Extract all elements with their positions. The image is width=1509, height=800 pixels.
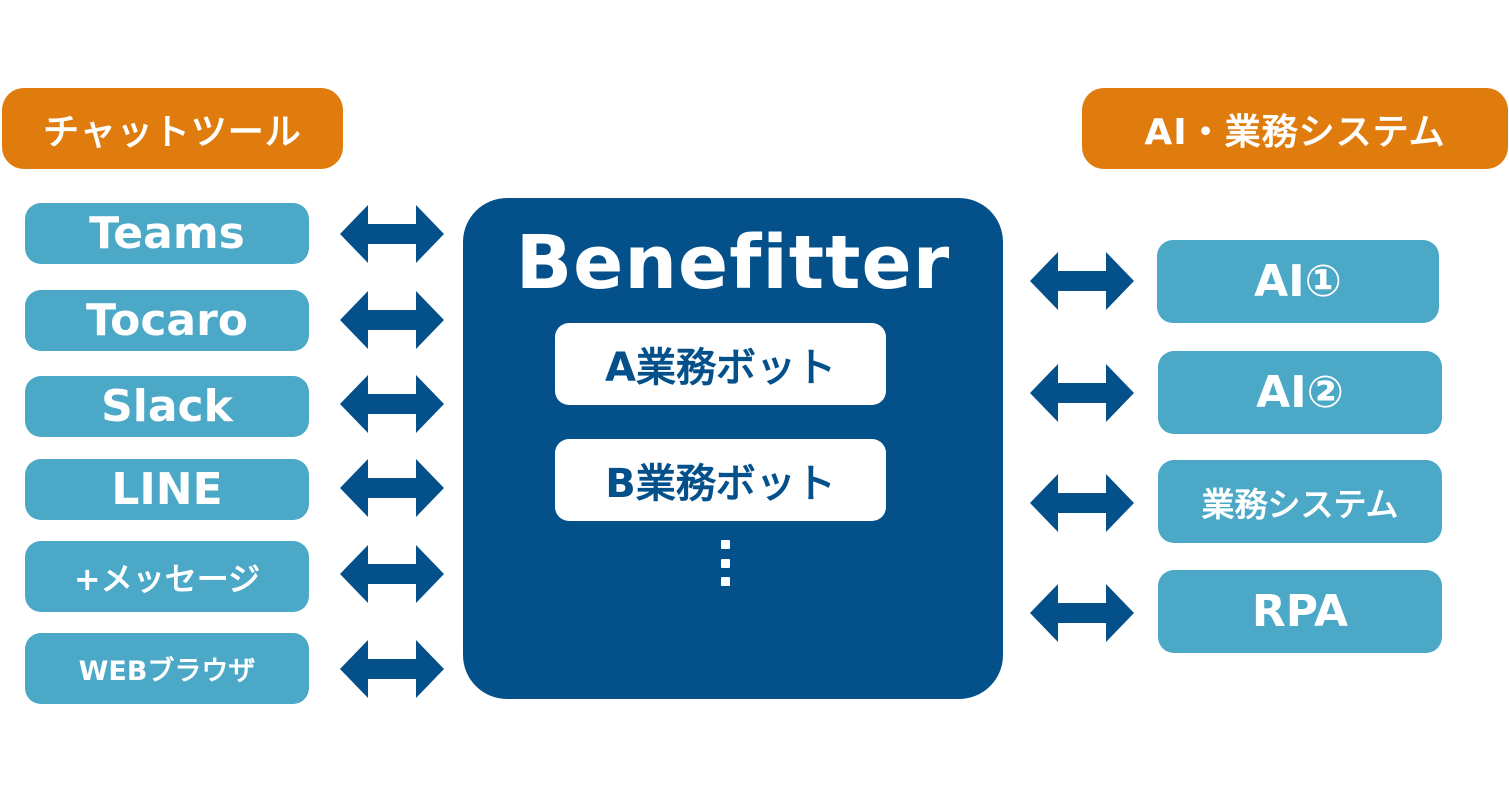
tool-plus-message: +メッセージ xyxy=(25,541,309,612)
tool-web-browser: WEBブラウザ xyxy=(25,633,309,704)
bot-a: A業務ボット xyxy=(555,323,886,405)
double-arrow-icon xyxy=(1030,364,1134,422)
tool-slack: Slack xyxy=(25,376,309,437)
double-arrow-icon xyxy=(340,640,444,698)
tool-teams: Teams xyxy=(25,203,309,264)
double-arrow-icon xyxy=(340,291,444,349)
double-arrow-icon xyxy=(1030,252,1134,310)
system-business: 業務システム xyxy=(1158,460,1442,543)
double-arrow-icon xyxy=(340,545,444,603)
hub-title: Benefitter xyxy=(515,220,951,306)
chat-tools-header: チャットツール xyxy=(2,88,343,169)
double-arrow-icon xyxy=(340,459,444,517)
bot-b: B業務ボット xyxy=(555,439,886,521)
tool-line: LINE xyxy=(25,459,309,520)
vertical-ellipsis-icon xyxy=(717,540,733,586)
double-arrow-icon xyxy=(340,375,444,433)
system-ai-1: AI① xyxy=(1157,240,1439,323)
double-arrow-icon xyxy=(1030,584,1134,642)
double-arrow-icon xyxy=(1030,474,1134,532)
ai-systems-header: AI・業務システム xyxy=(1082,88,1508,169)
system-rpa: RPA xyxy=(1158,570,1442,653)
system-ai-2: AI② xyxy=(1158,351,1442,434)
double-arrow-icon xyxy=(340,205,444,263)
tool-tocaro: Tocaro xyxy=(25,290,309,351)
